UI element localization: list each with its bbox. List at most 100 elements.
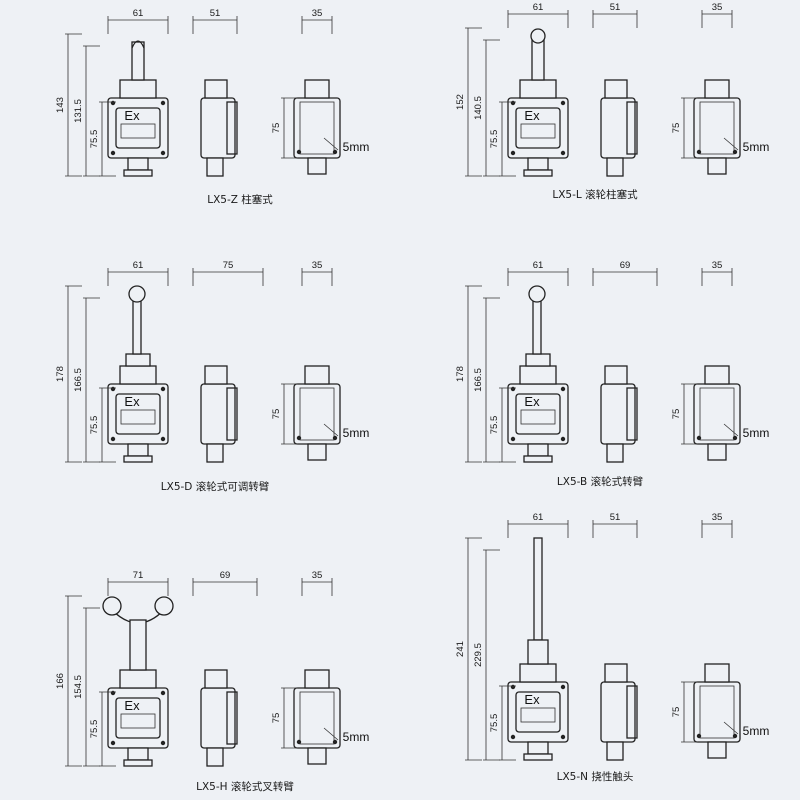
screw-dot <box>510 100 516 106</box>
side-head <box>604 365 628 385</box>
end-width-dimension-value: 35 <box>712 2 723 13</box>
cover-plate <box>115 393 161 435</box>
side-height-dimension-value: 75 <box>671 123 682 134</box>
switch-head <box>119 79 157 99</box>
end-head <box>704 79 730 99</box>
roller-right <box>154 596 174 616</box>
front-width-dimension: 71 <box>107 570 169 596</box>
panel-caption: LX5-B 滚轮式转臂 <box>557 475 644 488</box>
end-body <box>293 383 341 445</box>
switch-head <box>119 669 157 689</box>
screw-dot <box>110 386 116 392</box>
side-gland <box>206 443 224 463</box>
panel-caption: LX5-D 滚轮式可调转臂 <box>161 480 270 493</box>
nameplate <box>520 123 556 139</box>
end-body <box>693 97 741 159</box>
overall-height-dimension-value: 152 <box>455 94 466 110</box>
side-body <box>600 383 636 445</box>
screw-dot <box>296 435 302 441</box>
ex-mark: Ex <box>524 108 540 123</box>
screw-dot <box>296 739 302 745</box>
end-gland <box>307 747 327 765</box>
screw-dot <box>732 149 738 155</box>
side-height-dimension-value: 75 <box>271 713 282 724</box>
side-width-dimension-value: 51 <box>210 8 221 19</box>
front-width-dimension-value: 61 <box>533 512 544 523</box>
front-width-dimension-value: 61 <box>133 8 144 19</box>
side-gland <box>606 443 624 463</box>
side-height-dimension: 75 <box>271 97 298 159</box>
inner-height-dimension-value: 75.5 <box>489 416 500 435</box>
end-gland <box>707 157 727 175</box>
arm-hub <box>525 353 551 367</box>
overall-height-dimension-value: 166 <box>55 673 66 689</box>
roller <box>128 285 146 303</box>
end-gland <box>707 741 727 759</box>
side-body <box>200 383 236 445</box>
screw-dot <box>560 684 566 690</box>
panel-caption: LX5-N 挠性触头 <box>557 770 634 783</box>
middle-height-dimension: 166.5 <box>473 297 500 463</box>
leader-5mm: 5mm <box>323 423 370 440</box>
side-head <box>204 79 228 99</box>
middle-height-dimension: 131.5 <box>73 45 100 177</box>
side-height-dimension-value: 75 <box>271 409 282 420</box>
front-width-dimension-value: 61 <box>533 2 544 13</box>
side-width-dimension: 51 <box>192 8 238 34</box>
unit-5mm-label: 5mm <box>343 426 370 440</box>
inner-height-dimension-value: 75.5 <box>89 130 100 149</box>
end-head <box>304 79 330 99</box>
side-head <box>204 365 228 385</box>
screw-dot <box>510 386 516 392</box>
side-view: 51 <box>592 2 638 177</box>
side-gland <box>206 747 224 767</box>
end-gland <box>307 157 327 175</box>
cover-plate <box>515 691 561 733</box>
screw-dot <box>696 733 702 739</box>
lever-arm <box>532 295 542 355</box>
side-cover <box>626 387 638 441</box>
flexible-rod <box>533 537 543 641</box>
side-height-dimension: 75 <box>271 383 298 445</box>
end-width-dimension: 35 <box>301 260 333 286</box>
screw-dot <box>332 149 338 155</box>
ex-mark: Ex <box>524 692 540 707</box>
screw-dot <box>510 436 516 442</box>
screw-dot <box>110 436 116 442</box>
side-gland <box>206 157 224 177</box>
end-cover <box>699 387 735 441</box>
end-head <box>304 365 330 385</box>
side-body <box>600 681 636 743</box>
screw-dot <box>160 100 166 106</box>
unit-5mm-label: 5mm <box>743 426 770 440</box>
side-head <box>604 79 628 99</box>
front-width-dimension-value: 71 <box>133 570 144 581</box>
side-width-dimension-value: 69 <box>620 260 631 271</box>
middle-height-dimension-value: 131.5 <box>73 99 84 123</box>
end-cover <box>299 101 335 155</box>
overall-height-dimension: 143 <box>55 33 82 177</box>
overall-height-dimension-value: 241 <box>455 641 466 657</box>
fork-hub <box>129 619 147 671</box>
enclosure-body <box>507 97 569 159</box>
roller <box>528 285 546 303</box>
screw-dot <box>160 150 166 156</box>
end-body <box>293 687 341 749</box>
gland-nut <box>123 759 153 767</box>
switch-head <box>119 365 157 385</box>
panel-caption: LX5-L 滚轮柱塞式 <box>552 188 638 201</box>
front-width-dimension: 61 <box>507 260 569 286</box>
front-width-dimension: 61 <box>107 260 169 286</box>
side-width-dimension-value: 51 <box>610 512 621 523</box>
cover-plate <box>115 697 161 739</box>
switch-head <box>519 663 557 683</box>
side-view: 75 <box>192 260 264 463</box>
screw-dot <box>110 740 116 746</box>
unit-5mm-label: 5mm <box>743 724 770 738</box>
enclosure-body <box>107 97 169 159</box>
side-width-dimension-value: 51 <box>610 2 621 13</box>
